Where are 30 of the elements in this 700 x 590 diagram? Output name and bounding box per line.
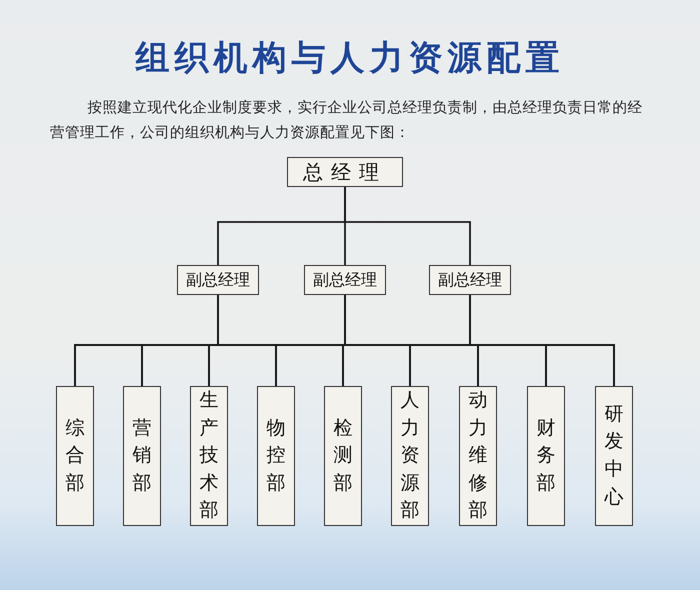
connector-line <box>469 295 615 386</box>
manager-box <box>304 265 386 295</box>
intro-paragraph: 按照建立现代化企业制度要求，实行企业公司总经理负责制，由总经理负责日常的经营管理工作，公司的组织机构与人力资源配置见下图： <box>50 98 644 144</box>
manager-box <box>287 157 403 187</box>
node-label: 副总经理 <box>313 270 377 290</box>
node-label: 营销部 <box>132 416 152 496</box>
department-box <box>123 386 161 526</box>
department-box <box>391 386 429 526</box>
connector-line <box>344 187 471 265</box>
node-label: 生产技术部 <box>198 388 220 524</box>
department-box <box>527 386 565 526</box>
node-label: 财务部 <box>536 416 556 496</box>
title: 组织机构与人力资源配置 <box>134 38 566 79</box>
node-label: 研发中心 <box>604 402 624 510</box>
manager-box <box>429 265 511 295</box>
node-label: 动力维修部 <box>468 388 488 524</box>
node-label: 总经理 <box>303 158 387 186</box>
node-label: 综合部 <box>64 416 86 496</box>
node-label: 副总经理 <box>438 270 502 290</box>
department-box <box>324 386 362 526</box>
department-box <box>56 386 94 526</box>
department-box <box>459 386 497 526</box>
department-box <box>595 386 633 526</box>
node-label: 物控部 <box>266 416 286 496</box>
department-box <box>257 386 295 526</box>
node-label: 人力资源部 <box>400 388 420 524</box>
manager-box <box>177 265 259 295</box>
department-box <box>190 386 228 526</box>
node-label: 副总经理 <box>186 270 250 290</box>
node-label: 检测部 <box>332 416 354 496</box>
